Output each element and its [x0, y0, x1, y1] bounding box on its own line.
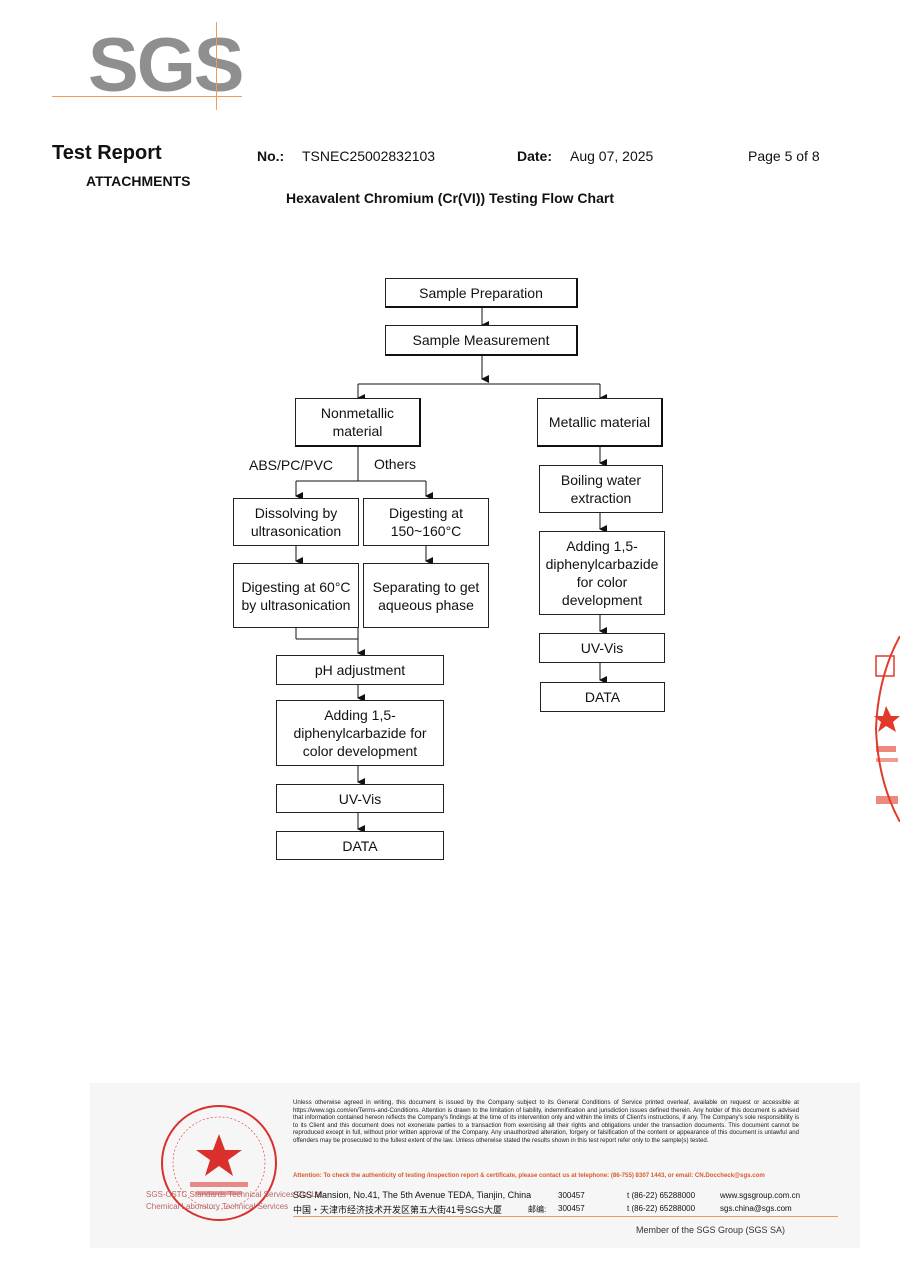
box-boiling-water-extraction: Boiling water extraction [539, 465, 663, 513]
report-no-label: No.: [257, 148, 285, 164]
label-abs-pc-pvc: ABS/PC/PVC [249, 457, 334, 473]
legal-disclaimer: Unless otherwise agreed in writing, this… [293, 1099, 799, 1144]
box-sample-measurement: Sample Measurement [385, 325, 578, 356]
authenticity-notice: Attention: To check the authenticity of … [293, 1172, 765, 1179]
box-digesting-60: Digesting at 60°C by ultrasonication [233, 563, 359, 628]
address-chinese: 中国・天津市经济技术开发区第五大街41号SGS大厦 [293, 1205, 503, 1215]
box-uv-vis-left: UV-Vis [276, 784, 444, 813]
box-sample-preparation: Sample Preparation [385, 278, 578, 308]
box-data-left: DATA [276, 831, 444, 860]
footer-divider [293, 1216, 838, 1217]
flow-chart-title: Hexavalent Chromium (Cr(VI)) Testing Flo… [286, 190, 614, 206]
box-adding-diphenylcarbazide-right: Adding 1,5-diphenylcarbazide for color d… [539, 531, 665, 615]
logo-rule-horizontal [52, 96, 242, 97]
company-seal [161, 1105, 277, 1221]
postcode-chinese-label: 邮编: [528, 1205, 547, 1214]
postcode-english: 300457 [558, 1191, 585, 1200]
website[interactable]: www.sgsgroup.com.cn [720, 1191, 801, 1200]
seal-caption-line2: Chemical Laboratory Technical Services [146, 1202, 289, 1211]
box-ph-adjustment: pH adjustment [276, 655, 444, 685]
date-label: Date: [517, 148, 553, 164]
box-dissolving-ultrasonication: Dissolving by ultrasonication [233, 498, 359, 546]
box-separating-aqueous: Separating to get aqueous phase [363, 563, 489, 628]
label-others: Others [374, 456, 417, 472]
email-contact[interactable]: sgs.china@sgs.com [720, 1204, 792, 1213]
report-title: Test Report [52, 142, 162, 164]
telephone-english: t (86-22) 65288000 [627, 1191, 696, 1200]
sgs-logo: SGS [52, 22, 244, 112]
section-title: ATTACHMENTS [86, 173, 191, 189]
date-value: Aug 07, 2025 [570, 148, 654, 164]
box-metallic-material: Metallic material [537, 398, 663, 447]
logo-rule-vertical [216, 22, 217, 110]
box-adding-diphenylcarbazide-left: Adding 1,5-diphenylcarbazide for color d… [276, 700, 444, 766]
box-uv-vis-right: UV-Vis [539, 633, 665, 663]
report-no-value: TSNEC25002832103 [302, 148, 436, 164]
postcode-chinese: 300457 [558, 1204, 585, 1213]
group-membership: Member of the SGS Group (SGS SA) [636, 1225, 786, 1235]
telephone-chinese: t (86-22) 65288000 [627, 1204, 696, 1213]
seal-caption-line1: SGS-CSTC Standards Technical Services Co… [146, 1190, 325, 1199]
page-number: Page 5 of 8 [748, 148, 820, 164]
side-stamp-fragment [874, 636, 900, 822]
box-digesting-150-160: Digesting at 150~160°C [363, 498, 489, 546]
logo-text: SGS [88, 23, 244, 108]
box-data-right: DATA [540, 682, 665, 712]
address-english: SGS Mansion, No.41, The 5th Avenue TEDA,… [293, 1190, 532, 1200]
box-nonmetallic-material: Nonmetallic material [295, 398, 421, 447]
